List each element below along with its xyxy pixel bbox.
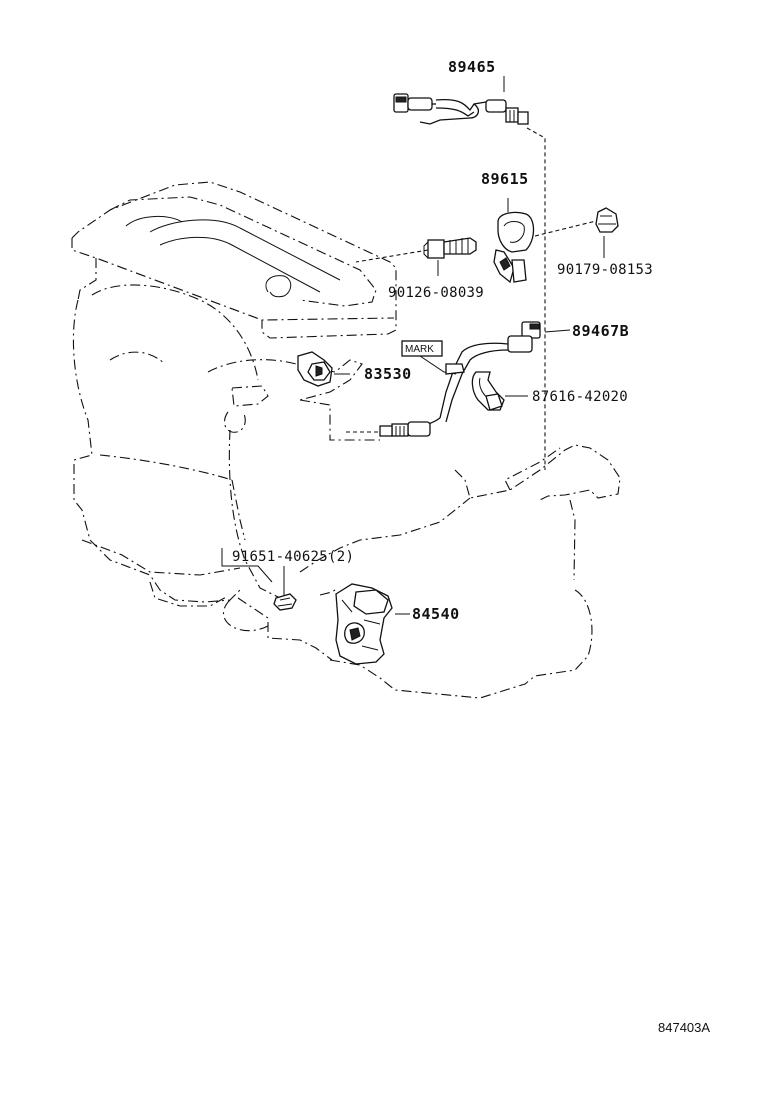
label-84540: 84540 [412, 605, 460, 623]
part-labels: 89465 89615 90179-08153 90126-08039 8946… [232, 58, 653, 623]
knock-sensor-89615 [493, 211, 535, 284]
label-90179-08153: 90179-08153 [557, 262, 653, 278]
label-89465: 89465 [448, 58, 496, 76]
label-91651-40625: 91651-40625(2) [232, 549, 354, 565]
mark-label: MARK [405, 344, 434, 355]
leader-lines [221, 76, 605, 615]
oxygen-sensor-89467b [379, 321, 541, 437]
oxygen-sensor-89465 [393, 93, 529, 125]
label-87616-42020: 87616-42020 [532, 389, 628, 405]
oil-pressure-switch-83530 [297, 351, 333, 387]
label-90126-08039: 90126-08039 [388, 285, 484, 301]
bolt-91651-40625 [273, 593, 297, 611]
engine-outline [71, 181, 621, 699]
neutral-switch-84540 [335, 583, 393, 665]
label-89615: 89615 [481, 170, 529, 188]
stud-90126-08039 [423, 237, 477, 259]
reference-code: 847403A [658, 1020, 710, 1035]
label-89467b: 89467B [572, 322, 629, 340]
nut-90179-08153 [595, 207, 619, 233]
clamp-87616-42020 [471, 371, 505, 411]
label-83530: 83530 [364, 365, 412, 383]
